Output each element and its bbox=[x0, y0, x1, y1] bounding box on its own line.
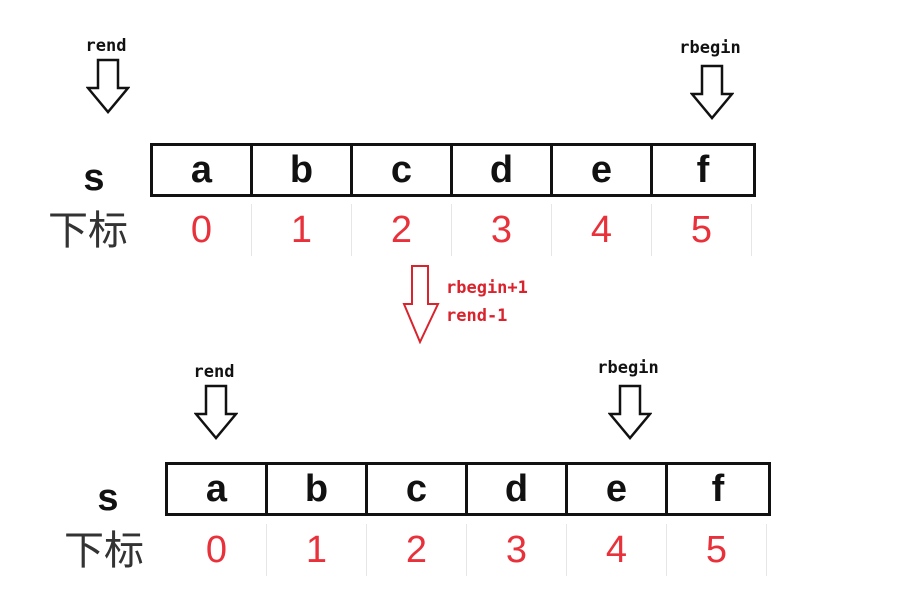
bottom-diagram: rend rbegin s a b c d e f 下标 0 1 2 3 4 5 bbox=[64, 358, 771, 576]
bottom-rend-arrow-icon bbox=[194, 384, 238, 440]
transition-rend-text: rend-1 bbox=[446, 306, 508, 326]
top-index-row: 0 1 2 3 4 5 bbox=[152, 204, 752, 256]
top-index: 4 bbox=[552, 204, 652, 256]
bottom-index: 0 bbox=[167, 524, 267, 576]
top-index: 5 bbox=[652, 204, 752, 256]
top-index: 1 bbox=[252, 204, 352, 256]
bottom-cell: f bbox=[711, 467, 725, 510]
top-index: 3 bbox=[452, 204, 552, 256]
bottom-index: 5 bbox=[667, 524, 767, 576]
top-cell: e bbox=[553, 146, 653, 194]
bottom-cell: d bbox=[468, 465, 568, 513]
top-rbegin-label: rbegin bbox=[679, 38, 741, 58]
top-cell: c bbox=[353, 146, 453, 194]
bottom-cell: e bbox=[568, 465, 668, 513]
bottom-index-label: 下标 bbox=[64, 529, 144, 573]
bottom-index: 3 bbox=[467, 524, 567, 576]
top-index-label: 下标 bbox=[48, 209, 128, 253]
top-index: 2 bbox=[352, 204, 452, 256]
bottom-index: 4 bbox=[567, 524, 667, 576]
top-cell: b bbox=[253, 146, 353, 194]
transition-rbegin-text: rbegin+1 bbox=[446, 278, 528, 298]
top-diagram: rend rbegin s a b c d e f 下标 0 1 2 3 4 5 bbox=[48, 36, 756, 256]
bottom-string-label: s bbox=[97, 477, 119, 519]
bottom-cell: c bbox=[368, 465, 468, 513]
top-cell: d bbox=[453, 146, 553, 194]
top-string-label: s bbox=[83, 157, 105, 199]
bottom-index: 2 bbox=[367, 524, 467, 576]
top-cell: f bbox=[696, 148, 710, 191]
bottom-string-cells: a b c d e f bbox=[165, 462, 771, 516]
bottom-index: 1 bbox=[267, 524, 367, 576]
top-index: 0 bbox=[152, 204, 252, 256]
top-rbegin-arrow-icon bbox=[690, 64, 734, 120]
top-cell: a bbox=[153, 146, 253, 194]
bottom-rbegin-label: rbegin bbox=[597, 358, 659, 378]
top-rend-arrow-icon bbox=[86, 58, 130, 114]
transition-arrow-icon bbox=[402, 265, 440, 344]
top-rend-label: rend bbox=[85, 36, 127, 56]
bottom-cell: a bbox=[168, 465, 268, 513]
bottom-rbegin-arrow-icon bbox=[608, 384, 652, 440]
top-string-cells: a b c d e f bbox=[150, 143, 756, 197]
bottom-rend-label: rend bbox=[193, 362, 235, 382]
bottom-index-row: 0 1 2 3 4 5 bbox=[167, 524, 767, 576]
bottom-cell: b bbox=[268, 465, 368, 513]
